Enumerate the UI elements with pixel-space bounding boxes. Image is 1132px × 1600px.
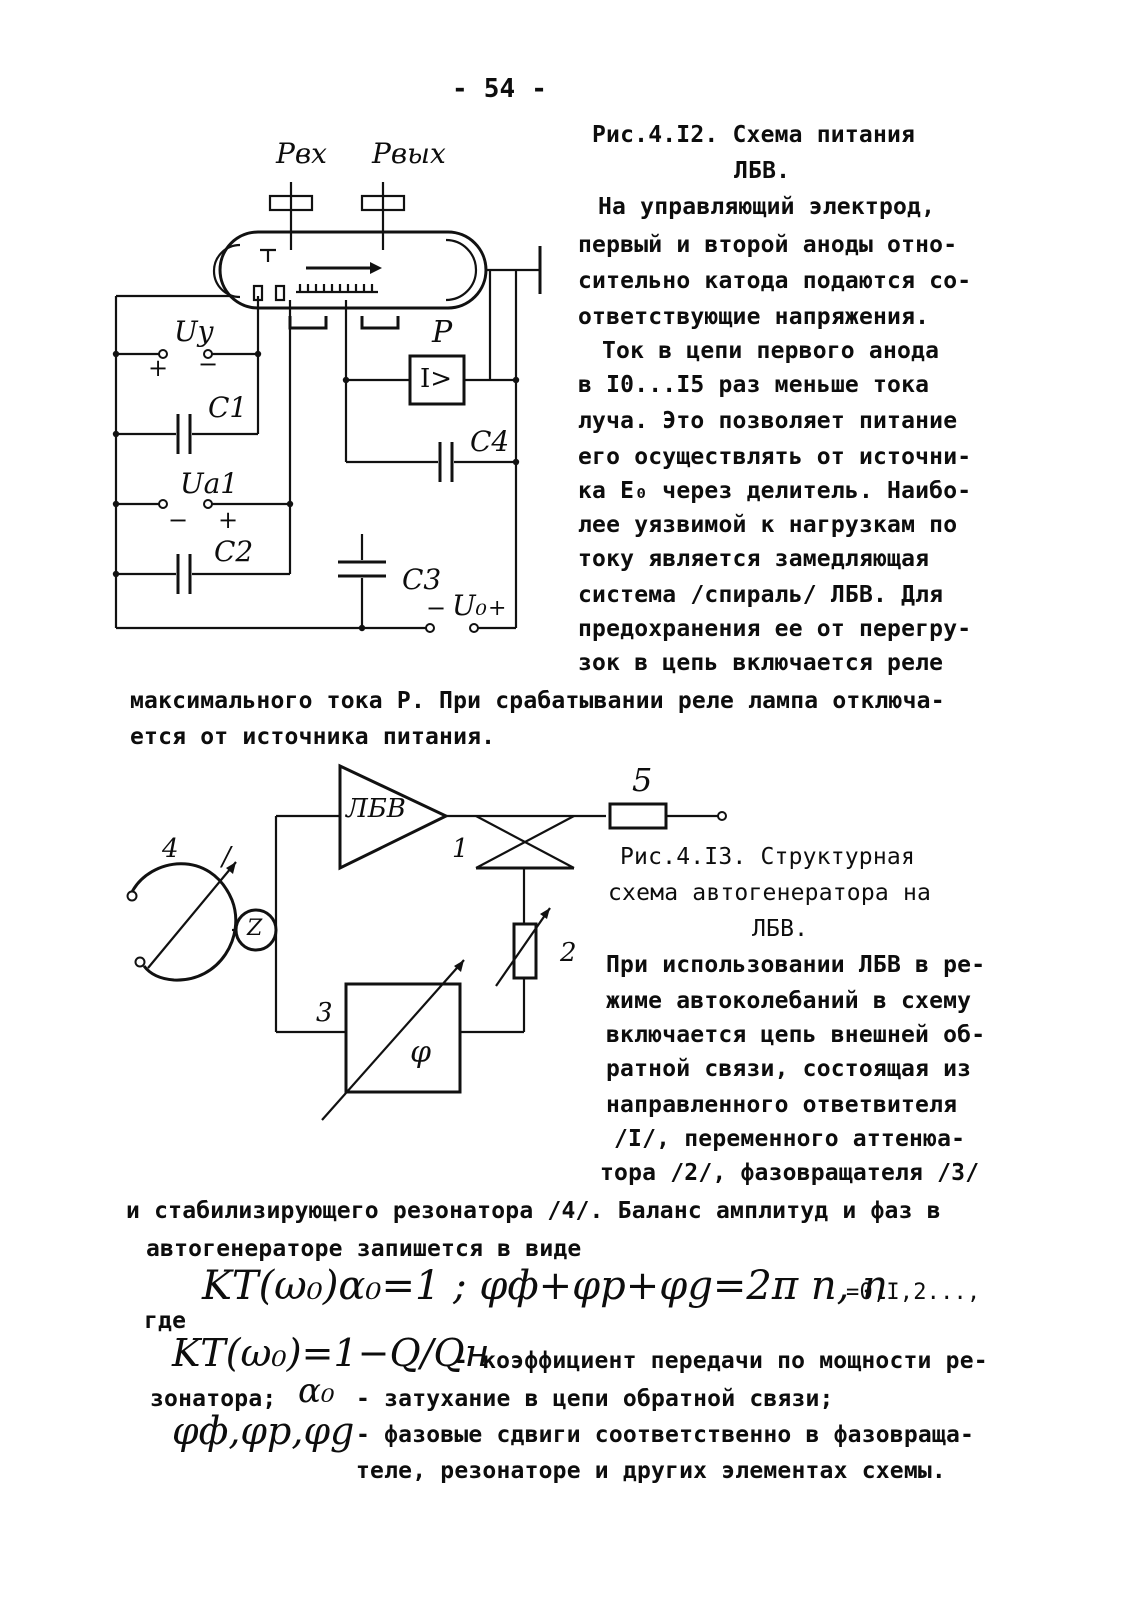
- body1-line: сительно катода подаются со-: [578, 268, 972, 294]
- load-resistor: [608, 802, 668, 830]
- body1-line: его осуществлять от источни-: [578, 444, 972, 470]
- label-coupler-1: 1: [452, 834, 469, 864]
- fig413-caption-line2: схема автогенератора на: [608, 880, 932, 906]
- label-c1: C1: [208, 391, 248, 424]
- input-connector: [268, 182, 314, 250]
- body1-line: ответствующие напряжения.: [578, 304, 930, 330]
- label-z: Z: [247, 916, 263, 941]
- label-c2: C2: [214, 535, 254, 568]
- label-phi: φ: [410, 1035, 432, 1070]
- fig412-caption-line2: ЛБВ.: [734, 158, 791, 184]
- body2-line: ратной связи, состоящая из: [606, 1056, 972, 1082]
- body2-line: направленного ответвителя: [606, 1092, 958, 1118]
- phi-symbols: φф,φр,φg: [172, 1409, 355, 1453]
- label-plus-uy: +: [148, 354, 169, 382]
- relay-symbol: I>: [420, 364, 453, 394]
- label-u0: U₀: [452, 589, 487, 622]
- label-phase-shifter-3: 3: [316, 998, 333, 1028]
- label-resonator-4: 4: [162, 834, 179, 864]
- phi-description: - фазовые сдвиги соответственно в фазовр…: [356, 1422, 975, 1448]
- phase-shifter-box: [344, 982, 462, 1094]
- label-minus-uy: −: [198, 350, 219, 378]
- label-resistor-5: 5: [632, 761, 653, 799]
- body2-line: тора /2/, фазовращателя /3/: [600, 1160, 980, 1186]
- label-ua1: Uа1: [180, 467, 239, 500]
- label-minus-u0: −: [426, 594, 447, 622]
- body1-line: луча. Это позволяет питание: [578, 408, 958, 434]
- body1-line: в I0...I5 раз меньше тока: [578, 372, 930, 398]
- output-connector: [360, 182, 406, 250]
- alpha-symbol: α₀: [298, 1371, 335, 1411]
- label-lbv: ЛБВ: [346, 794, 406, 824]
- page-number: - 54 -: [452, 74, 548, 104]
- tube-envelope: [218, 230, 488, 310]
- label-plus-u0: +: [488, 596, 507, 621]
- label-plus-ua1: +: [218, 506, 239, 534]
- fig413-caption-line1: Рис.4.I3. Структурная: [620, 844, 915, 870]
- body1-line: току является замедляющая: [578, 546, 930, 572]
- body1-line: максимального тока P. При срабатывании р…: [130, 688, 945, 714]
- body2-line: При использовании ЛБВ в ре-: [606, 952, 986, 978]
- body1-line: ется от источника питания.: [130, 724, 496, 750]
- phi-description-cont: теле, резонаторе и других элементах схем…: [356, 1458, 946, 1484]
- n-values: =0,I,2...,: [846, 1280, 981, 1305]
- kt-formula: KT(ω₀)=1−Q/Qн: [172, 1331, 490, 1375]
- body2-line: /I/, переменного аттенюа-: [614, 1126, 966, 1152]
- body2-line: жиме автоколебаний в схему: [606, 988, 972, 1014]
- body2-line: автогенераторе запишется в виде: [146, 1236, 582, 1262]
- figure-4-13-block-diagram: [126, 763, 727, 1121]
- kt-description: - коэффициент передачи по мощности ре-: [454, 1348, 988, 1374]
- alpha-description: - затухание в цепи обратной связи;: [356, 1386, 834, 1412]
- label-p-in: Pвх: [276, 137, 327, 170]
- balance-formula: KT(ω₀)α₀=1 ; φф+φр+φg=2π n, n: [202, 1263, 888, 1309]
- body1-line: система /спираль/ ЛБВ. Для: [578, 582, 944, 608]
- kt-description-cont: зонатора;: [150, 1386, 277, 1412]
- label-tick: /: [222, 842, 231, 872]
- label-minus-ua1: −: [168, 506, 189, 534]
- label-p-out: Pвых: [372, 137, 446, 170]
- fig413-caption-line3: ЛБВ.: [752, 916, 809, 942]
- where-label: где: [144, 1308, 187, 1334]
- stabilizing-resonator: [130, 862, 238, 982]
- label-relay-p: P: [432, 315, 453, 350]
- body2-line: включается цепь внешней об-: [606, 1022, 986, 1048]
- label-attenuator-2: 2: [560, 938, 577, 968]
- body1-line: зок в цепь включается реле: [578, 650, 944, 676]
- body2-line: и стабилизирующего резонатора /4/. Балан…: [126, 1198, 941, 1224]
- body1-line: Ток в цепи первого анода: [602, 338, 940, 364]
- label-c3: C3: [402, 563, 442, 596]
- helix: [296, 284, 378, 294]
- beam-arrow-icon: [370, 262, 382, 274]
- body1-line: ка E₀ через делитель. Наибо-: [578, 478, 972, 504]
- body1-line: лее уязвимой к нагрузкам по: [578, 512, 958, 538]
- label-c4: C4: [470, 425, 510, 458]
- label-uy: Uу: [174, 315, 214, 348]
- body1-line: предохранения ее от перегру-: [578, 616, 972, 642]
- body1-line: На управляющий электрод,: [598, 194, 936, 220]
- body1-line: первый и второй аноды отно-: [578, 232, 958, 258]
- fig412-caption-line1: Рис.4.I2. Схема питания: [592, 122, 916, 148]
